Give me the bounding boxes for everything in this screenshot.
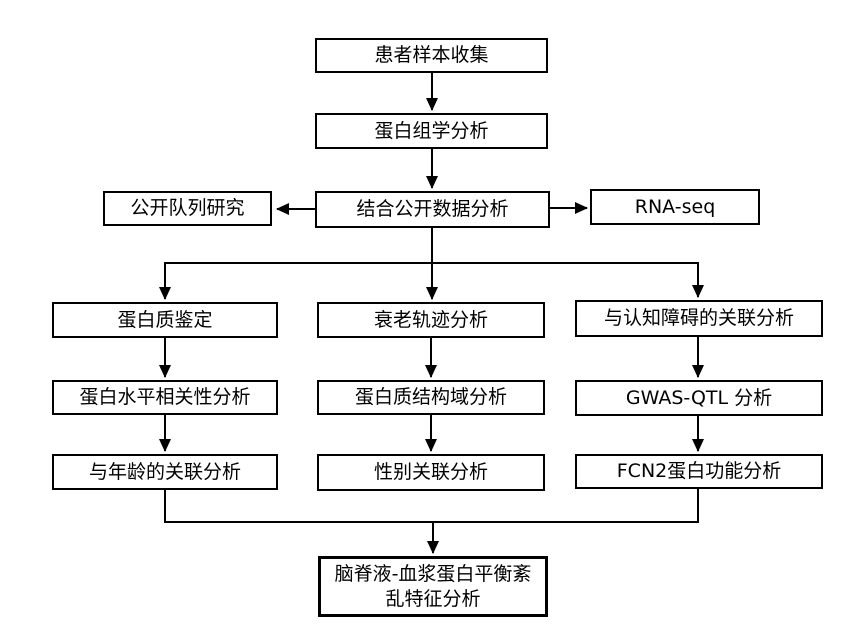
node-fcn2-protein-function: FCN2蛋白功能分析 xyxy=(575,454,823,489)
node-protein-domain-analysis: 蛋白质结构域分析 xyxy=(317,380,545,415)
node-protein-identification: 蛋白质鉴定 xyxy=(52,302,278,338)
node-public-cohort-study: 公开队列研究 xyxy=(103,191,272,226)
node-cognitive-impairment-association: 与认知障碍的关联分析 xyxy=(575,300,823,337)
node-gwas-qtl-analysis: GWAS-QTL 分析 xyxy=(575,380,823,416)
node-rna-seq: RNA-seq xyxy=(590,189,760,225)
node-proteomics-analysis: 蛋白组学分析 xyxy=(315,113,548,149)
node-age-association-analysis: 与年龄的关联分析 xyxy=(52,454,278,490)
node-patient-sample-collection: 患者样本收集 xyxy=(315,38,548,73)
node-csf-plasma-imbalance-analysis: 脑脊液-血浆蛋白平衡紊乱特征分析 xyxy=(318,556,548,617)
node-public-data-analysis: 结合公开数据分析 xyxy=(315,191,550,228)
node-sex-association-analysis: 性别关联分析 xyxy=(317,454,545,491)
node-protein-level-correlation: 蛋白水平相关性分析 xyxy=(52,380,278,415)
node-aging-trajectory-analysis: 衰老轨迹分析 xyxy=(317,302,545,338)
collector-line xyxy=(164,489,699,523)
